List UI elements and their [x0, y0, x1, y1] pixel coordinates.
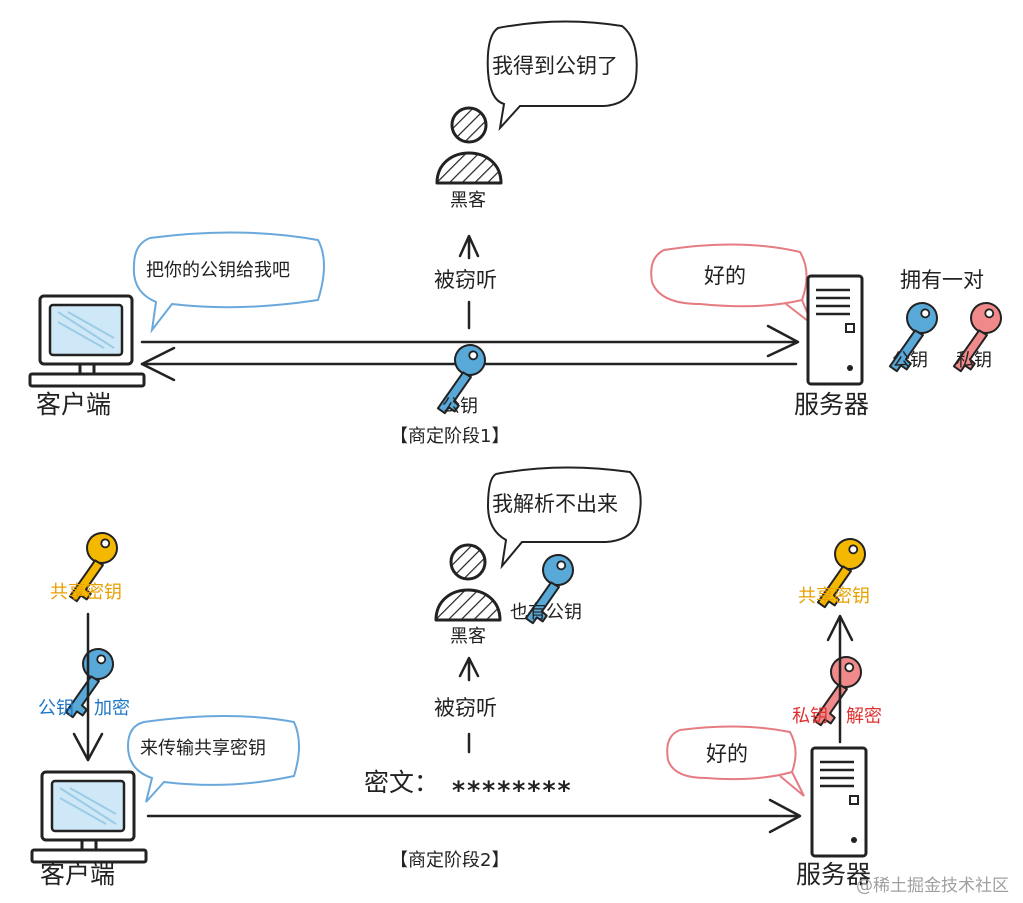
computer-icon [30, 770, 148, 864]
server-speech-text-1: 好的 [704, 264, 746, 288]
arrow-client-to-server-2 [146, 798, 802, 834]
ciphertext-value: ******** [452, 776, 573, 805]
stage-label-2: 【商定阶段2】 [390, 850, 510, 871]
hacker-icon [435, 106, 503, 185]
arrow-down-to-client-2 [72, 612, 104, 762]
hacker-speech-text-1: 我得到公钥了 [492, 54, 618, 78]
server-private-key-label: 私钥 [956, 350, 992, 371]
client-shared-key-label: 共享密钥 [50, 582, 122, 603]
eavesdrop-label-1: 被窃听 [434, 268, 497, 292]
arrow-up-to-hacker-1 [458, 234, 480, 330]
arrow-client-to-server-1 [140, 324, 800, 358]
client-label-2: 客户端 [40, 860, 116, 889]
server-private-key-label-2: 私钥 [792, 706, 828, 727]
owns-pair-label: 拥有一对 [900, 268, 984, 292]
hacker-label-1: 黑客 [450, 190, 486, 211]
hacker-icon [434, 543, 502, 622]
server-public-key-label: 公钥 [892, 350, 928, 371]
arrow-up-to-hacker-2 [458, 656, 480, 754]
hacker-label-2: 黑客 [450, 626, 486, 647]
client-speech-bubble-2 [126, 715, 300, 803]
client-public-key-label: 公钥 [38, 698, 74, 719]
client-encrypt-label: 加密 [94, 698, 130, 719]
server-shared-key-label: 共享密钥 [798, 586, 870, 607]
hacker-speech-bubble-1 [486, 20, 638, 132]
hacker-has-key-label: 也有公钥 [510, 602, 582, 623]
server-speech-text-2: 好的 [706, 742, 748, 766]
client-speech-text-1: 把你的公钥给我吧 [146, 260, 290, 281]
transmitted-key-label: 公钥 [442, 396, 478, 417]
eavesdrop-label-2: 被窃听 [434, 696, 497, 720]
hacker-speech-bubble-2 [486, 466, 642, 570]
stage-label-1: 【商定阶段1】 [390, 426, 510, 447]
watermark: @稀土掘金技术社区 [856, 876, 1009, 896]
client-label-1: 客户端 [36, 390, 112, 419]
arrow-up-to-shared-key [826, 614, 854, 744]
server-label-1: 服务器 [794, 390, 870, 419]
server-decrypt-label: 解密 [846, 706, 882, 727]
ciphertext-label: 密文： [364, 768, 440, 797]
client-speech-bubble-1 [132, 231, 325, 334]
server-speech-bubble-2 [666, 725, 805, 797]
server-icon [806, 274, 864, 386]
hacker-speech-text-2: 我解析不出来 [492, 492, 618, 516]
computer-icon [28, 294, 146, 388]
server-icon [810, 746, 868, 858]
server-label-2: 服务器 [796, 860, 872, 889]
client-speech-text-2: 来传输共享密钥 [140, 738, 266, 759]
